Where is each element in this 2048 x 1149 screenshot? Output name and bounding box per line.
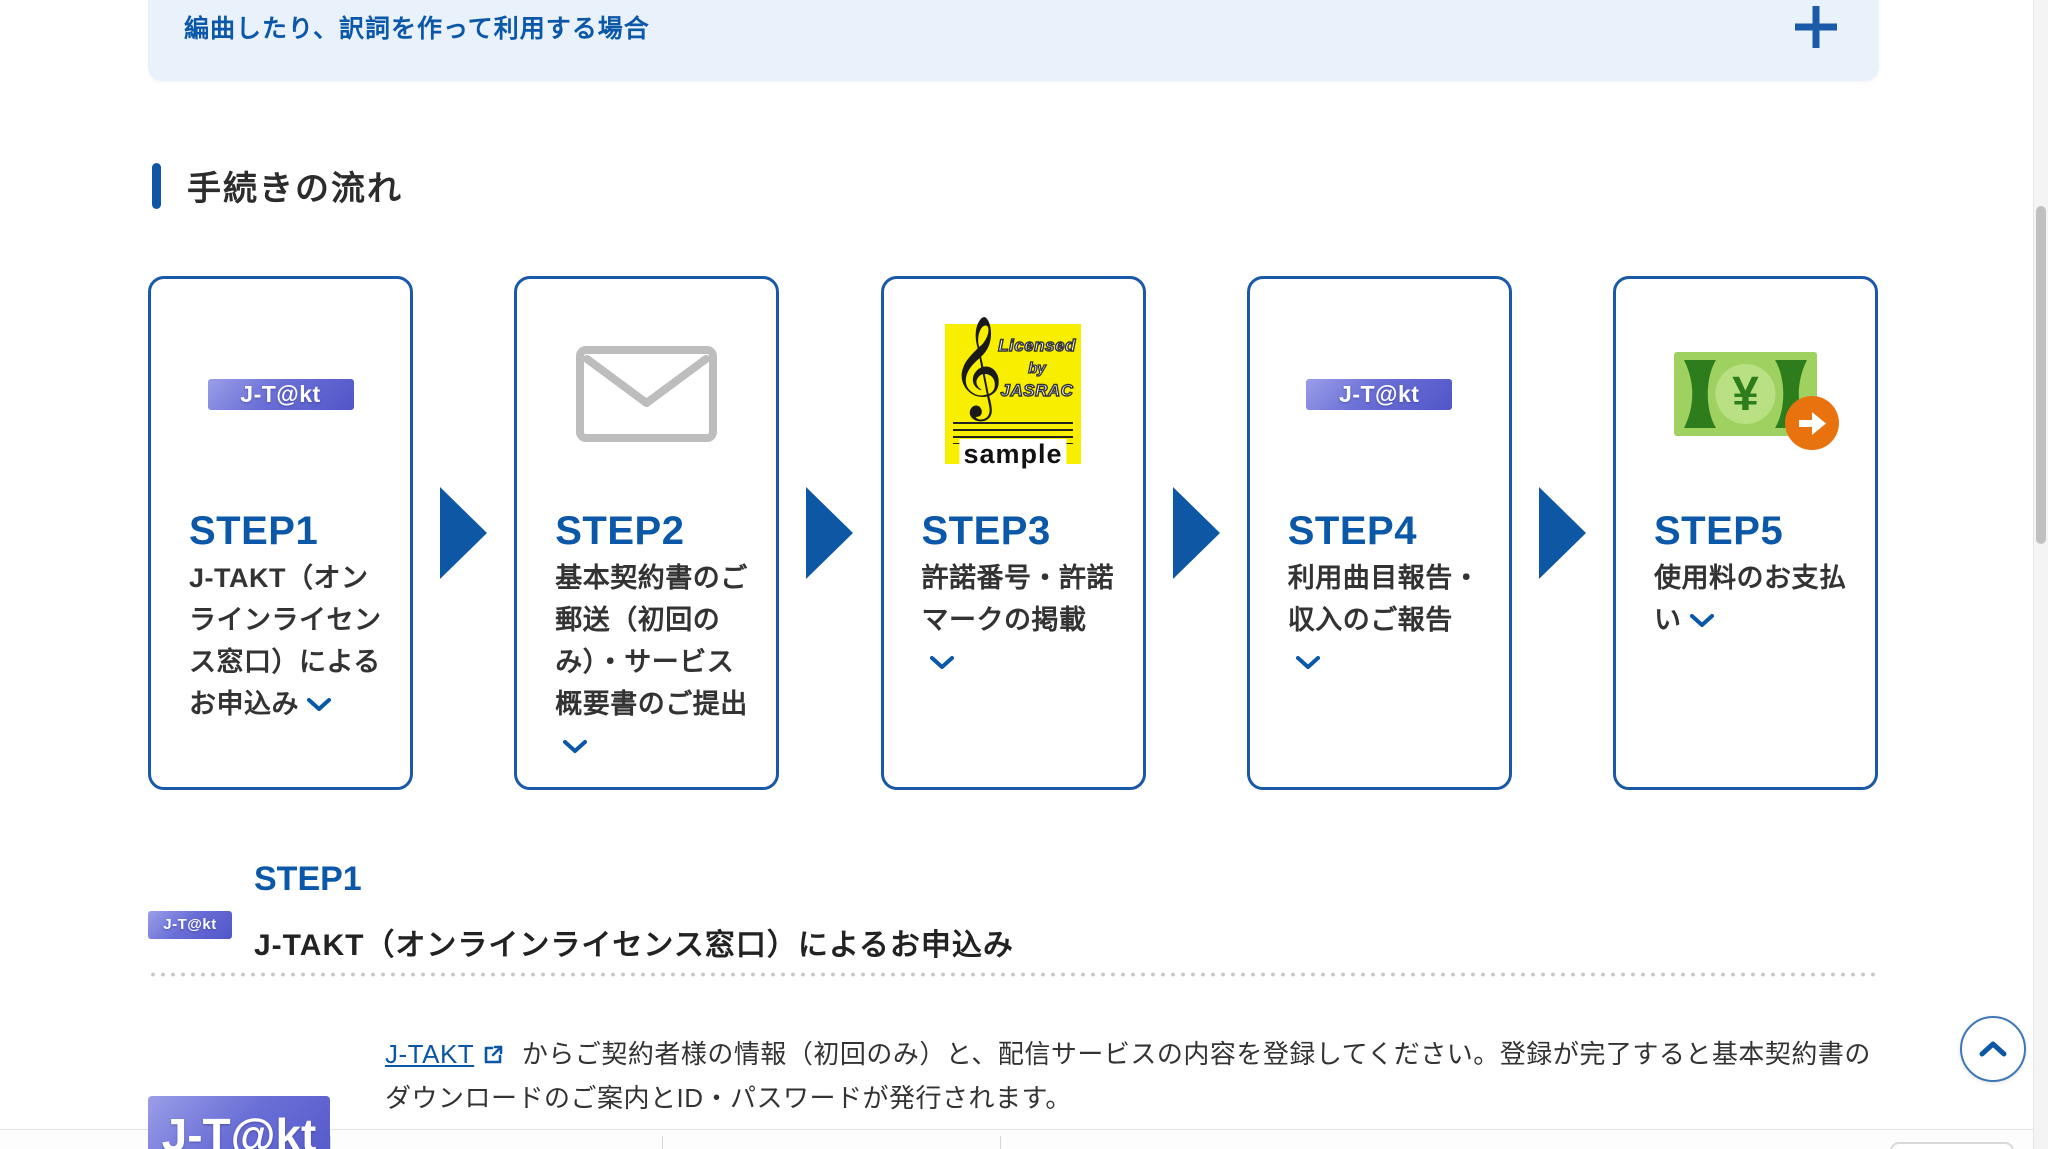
step1-title: J-TAKT（オンラインライセンス窓口）によるお申込み: [189, 558, 384, 725]
jasrac-license-mark-icon: 𝄞 Licensed by JASRAC sample: [945, 314, 1081, 470]
accordion-label: 編曲したり、訳詞を作って利用する場合: [184, 14, 650, 43]
chevron-down-icon[interactable]: [1295, 656, 1320, 671]
jasrac-mark-jasrac: JASRAC: [1000, 380, 1074, 400]
scroll-to-top-button[interactable]: [1960, 1016, 2026, 1082]
step1-label: STEP1: [189, 509, 319, 553]
chevron-down-icon[interactable]: [1689, 614, 1714, 629]
right-arrow-icon: [440, 487, 488, 579]
bottom-divider: [0, 1129, 2034, 1130]
step3-label: STEP3: [921, 509, 1051, 553]
scrollbar-thumb[interactable]: [2036, 206, 2046, 544]
plus-icon[interactable]: [1793, 4, 1839, 50]
chevron-down-icon[interactable]: [563, 739, 588, 755]
detail-paragraph-text: からご契約者様の情報（初回のみ）と、配信サービスの内容を登録してください。登録が…: [385, 1039, 1871, 1114]
right-arrow-icon: [1538, 487, 1586, 579]
yen-symbol: ¥: [1732, 368, 1759, 421]
detail-step-title: J-TAKT（オンラインライセンス窓口）によるお申込み: [254, 929, 1014, 962]
jtakt-link[interactable]: J-TAKT: [385, 1039, 475, 1069]
staff-lines: [953, 422, 1073, 444]
jtakt-logo-icon: J-T@kt: [207, 378, 354, 410]
flow-arrow-gap: [1512, 276, 1612, 790]
jtakt-logo-icon: J-T@kt: [148, 911, 232, 939]
accordion-header[interactable]: 編曲したり、訳詞を作って利用する場合: [148, 0, 1879, 81]
steps-flow: J-T@kt STEP1 J-TAKT（オンラインライセンス窓口）によるお申込み…: [148, 276, 1878, 790]
step1-title-text: J-TAKT（オンラインライセンス窓口）によるお申込み: [189, 563, 382, 719]
jasrac-mark-by: by: [1028, 359, 1047, 377]
step2-label: STEP2: [555, 509, 685, 553]
step-card-3[interactable]: 𝄞 Licensed by JASRAC sample STEP3 許諾番号・許…: [880, 276, 1146, 790]
right-arrow-icon: [1172, 487, 1220, 579]
step2-title-text: 基本契約書のご郵送（初回のみ）・サービス概要書のご提出: [555, 563, 748, 719]
treble-clef-icon: 𝄞: [951, 314, 1004, 417]
dotted-divider: [148, 972, 1878, 977]
section-accent-bar: [152, 162, 161, 209]
step3-title-text: 許諾番号・許諾マークの掲載: [921, 563, 1114, 635]
flow-arrow-gap: [414, 276, 514, 790]
jasrac-mark-sample: sample: [959, 439, 1067, 470]
jtakt-logo-icon-large: J-T@kt: [148, 1096, 330, 1149]
step-card-4[interactable]: J-T@kt STEP4 利用曲目報告・収入のご報告: [1246, 276, 1512, 790]
scrollbar-track[interactable]: [2033, 0, 2048, 1149]
jtakt-logo-icon: J-T@kt: [1306, 378, 1453, 410]
partial-button-top-edge: [1890, 1142, 2014, 1149]
detail-step-label: STEP1: [254, 860, 362, 898]
step4-title-text: 利用曲目報告・収入のご報告: [1287, 563, 1481, 635]
step4-icon-slot: J-T@kt: [1250, 279, 1509, 509]
flow-arrow-gap: [1146, 276, 1246, 790]
orange-arrow-icon: [1785, 396, 1839, 450]
step-card-2[interactable]: STEP2 基本契約書のご郵送（初回のみ）・サービス概要書のご提出: [514, 276, 780, 790]
step5-title: 使用料のお支払い: [1654, 558, 1849, 642]
step3-title: 許諾番号・許諾マークの掲載: [922, 558, 1117, 684]
chevron-up-icon: [1979, 1041, 2007, 1057]
table-column-divider: [1000, 1136, 1001, 1149]
section-header: 手続きの流れ: [152, 161, 403, 210]
envelope-icon: [576, 346, 718, 442]
step5-title-text: 使用料のお支払い: [1654, 563, 1847, 635]
step5-icon-slot: ¥: [1616, 279, 1875, 509]
bottom-table-top: [0, 1130, 2034, 1149]
table-column-divider: [662, 1136, 663, 1149]
right-arrow-icon: [806, 487, 854, 579]
payment-money-icon: ¥: [1674, 348, 1839, 450]
section-title: 手続きの流れ: [187, 170, 403, 208]
step-card-5[interactable]: ¥ STEP5 使用料のお支払い: [1613, 276, 1878, 790]
table-column-divider: [330, 1136, 331, 1149]
step2-icon-slot: [517, 279, 776, 509]
step4-title: 利用曲目報告・収入のご報告: [1288, 558, 1483, 684]
step-card-1[interactable]: J-T@kt STEP1 J-TAKT（オンラインライセンス窓口）によるお申込み: [148, 276, 413, 790]
jasrac-mark-licensed: Licensed: [997, 335, 1076, 355]
chevron-down-icon[interactable]: [307, 697, 331, 713]
step5-label: STEP5: [1654, 509, 1784, 553]
chevron-down-icon[interactable]: [929, 656, 954, 671]
step2-title: 基本契約書のご郵送（初回のみ）・サービス概要書のご提出: [555, 558, 750, 767]
step4-label: STEP4: [1287, 509, 1417, 553]
external-link-icon: [484, 1045, 503, 1064]
flow-arrow-gap: [780, 276, 880, 790]
step1-icon-slot: J-T@kt: [151, 279, 410, 509]
step3-icon-slot: 𝄞 Licensed by JASRAC sample: [884, 279, 1143, 509]
detail-paragraph: J-TAKT からご契約者様の情報（初回のみ）と、配信サービスの内容を登録してく…: [385, 1032, 1880, 1120]
